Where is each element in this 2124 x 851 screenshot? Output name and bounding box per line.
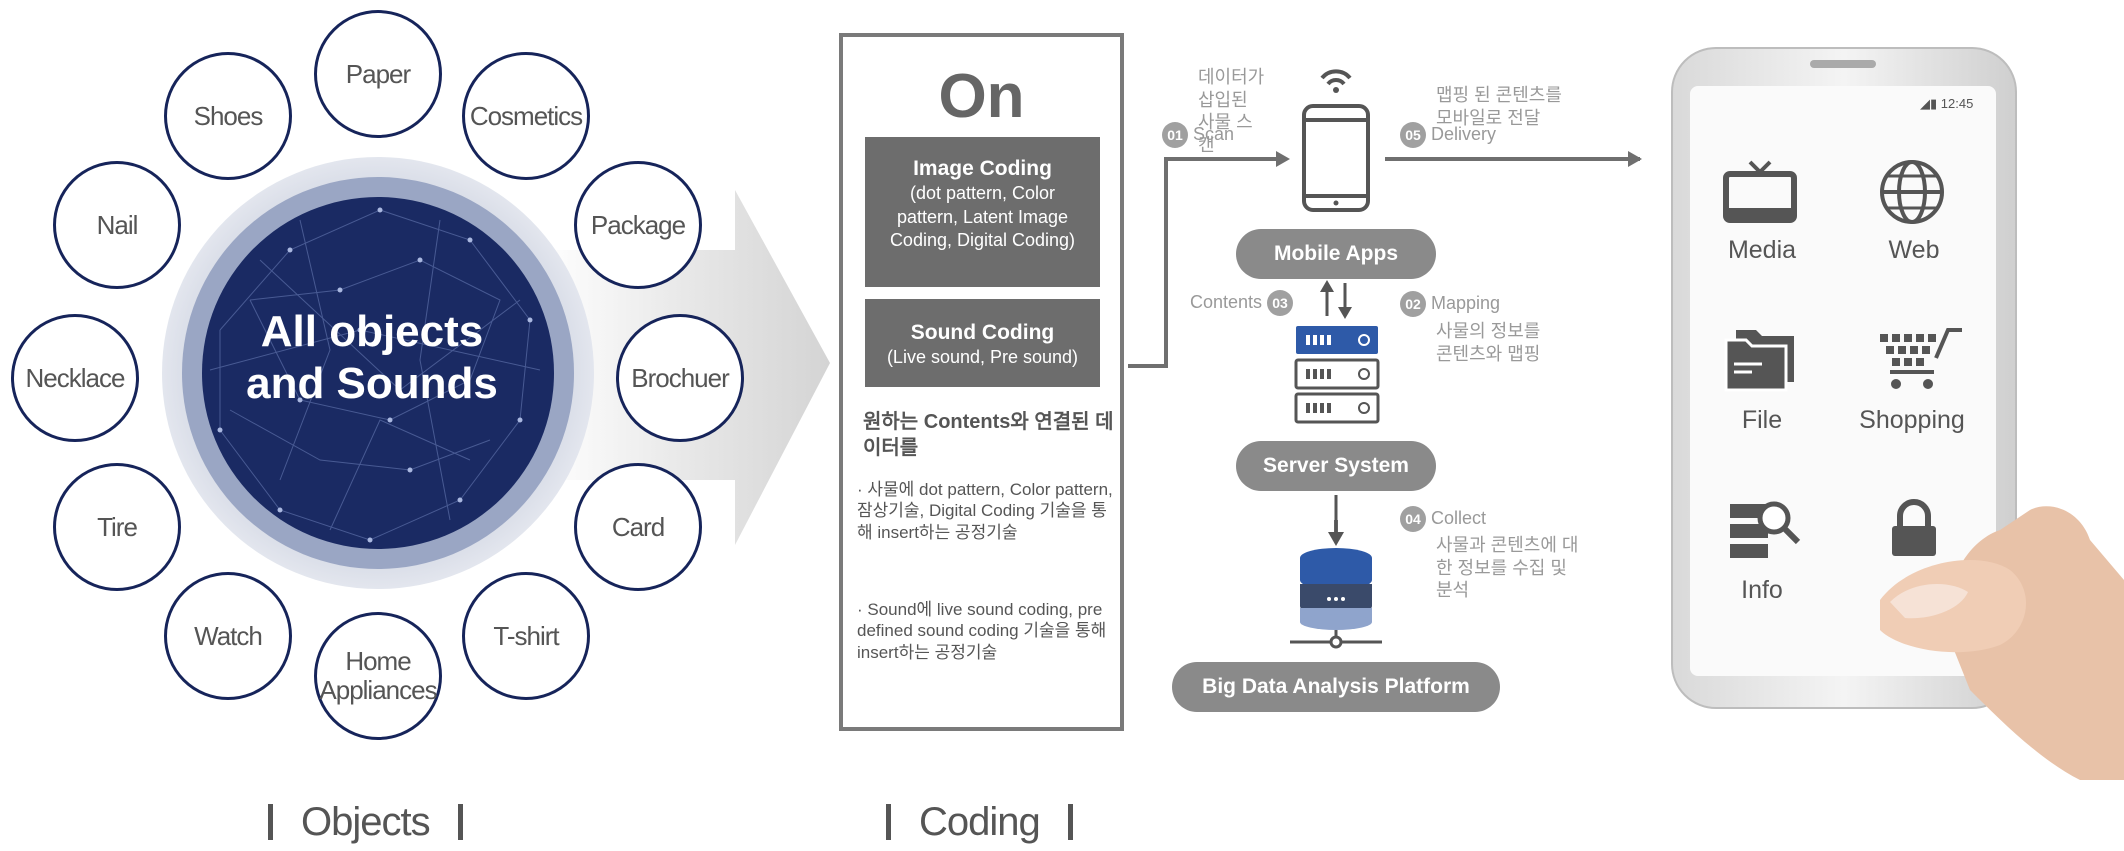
coding-box: On Image Coding (dot pattern, Color patt… <box>839 33 1124 731</box>
object-nail: Nail <box>53 161 181 289</box>
step1-number: 01 <box>1162 122 1188 148</box>
object-tshirt: T-shirt <box>462 572 590 700</box>
bullet-2: · Sound에 live sound coding, pre defined … <box>857 600 1107 662</box>
object-shoes: Shoes <box>164 52 292 180</box>
app-shopping[interactable]: Shopping <box>1859 406 1965 434</box>
step2-desc: 사물의 정보를 콘텐츠와 맵핑 <box>1436 321 1541 364</box>
sound-coding-title: Sound Coding <box>910 321 1055 344</box>
step2-number: 02 <box>1400 291 1426 317</box>
step4-number: 04 <box>1400 506 1426 532</box>
status-bar: ◢▮ 12:45 <box>1920 96 1973 112</box>
database-icon <box>1290 548 1382 649</box>
object-home-appliances: Home Appliances <box>314 612 442 740</box>
big-data-label: Big Data Analysis Platform <box>1172 662 1500 712</box>
korean-heading: 원하는 Contents와 연결된 데이터를 <box>863 411 1114 459</box>
app-web[interactable]: Web <box>1888 236 1940 264</box>
sound-coding-detail: (Live sound, Pre sound) <box>886 347 1079 368</box>
center-title-line2: and Sounds <box>246 358 498 408</box>
step3-label: Contents <box>1190 291 1263 312</box>
signal-icon: ◢▮ <box>1920 96 1938 111</box>
step5-number: 05 <box>1400 122 1426 148</box>
step5: 05 Delivery <box>1400 122 1496 148</box>
objects-caption: Objects <box>240 800 491 845</box>
object-card: Card <box>574 463 702 591</box>
step1-label: Scan <box>1193 123 1235 144</box>
sound-coding-box: Sound Coding (Live sound, Pre sound) <box>865 299 1100 387</box>
info-search-icon[interactable] <box>1726 496 1806 568</box>
center-title: All objects and Sounds <box>192 306 552 410</box>
step4-desc: 사물과 콘텐츠에 대한 정보를 수집 및 분석 <box>1436 535 1579 600</box>
coding-caption: Coding <box>858 800 1101 845</box>
step3-number: 03 <box>1267 290 1294 316</box>
step4-label: Collect <box>1431 507 1487 528</box>
step3: Contents 03 <box>1190 290 1294 316</box>
object-brochuer: Brochuer <box>616 314 744 442</box>
step4: 04 Collect <box>1400 506 1486 532</box>
shopping-cart-icon[interactable] <box>1876 324 1966 394</box>
step5-desc: 맵핑 된 콘텐츠를 모바일로 전달 <box>1436 85 1562 128</box>
arrow-shape <box>162 157 830 589</box>
object-watch: Watch <box>164 572 292 700</box>
object-tire: Tire <box>53 463 181 591</box>
image-coding-box: Image Coding (dot pattern, Color pattern… <box>865 137 1100 287</box>
app-file[interactable]: File <box>1741 406 1783 434</box>
server-system-label: Server System <box>1236 441 1436 491</box>
mobile-apps-label: Mobile Apps <box>1236 229 1436 279</box>
on-title: On <box>938 62 1025 131</box>
object-paper: Paper <box>314 10 442 138</box>
step5-label: Delivery <box>1431 123 1497 144</box>
smartphone-icon <box>1302 69 1370 212</box>
step2: 02 Mapping <box>1400 291 1500 317</box>
image-coding-detail: (dot pattern, Color pattern, Latent Imag… <box>889 183 1076 251</box>
bullet-1: · 사물에 dot pattern, Color pattern, 잠상기술, … <box>857 480 1113 542</box>
globe-icon[interactable] <box>1874 154 1954 230</box>
image-coding-title: Image Coding <box>913 157 1052 180</box>
lock-icon[interactable] <box>1886 498 1942 562</box>
app-info[interactable]: Info <box>1741 576 1783 604</box>
step2-label: Mapping <box>1431 292 1501 313</box>
object-package: Package <box>574 161 702 289</box>
step1-desc: 데이터가 삽입된 사물 스캔 <box>1198 67 1265 155</box>
status-time: 12:45 <box>1940 96 1974 111</box>
server-icon <box>1294 326 1380 424</box>
center-title-line1: All objects <box>260 307 484 356</box>
object-necklace: Necklace <box>11 314 139 442</box>
step1: 01 Scan <box>1162 122 1234 148</box>
object-cosmetics: Cosmetics <box>462 52 590 180</box>
folder-icon[interactable] <box>1722 326 1802 392</box>
app-media[interactable]: Media <box>1727 236 1797 264</box>
tv-icon[interactable] <box>1720 158 1800 226</box>
